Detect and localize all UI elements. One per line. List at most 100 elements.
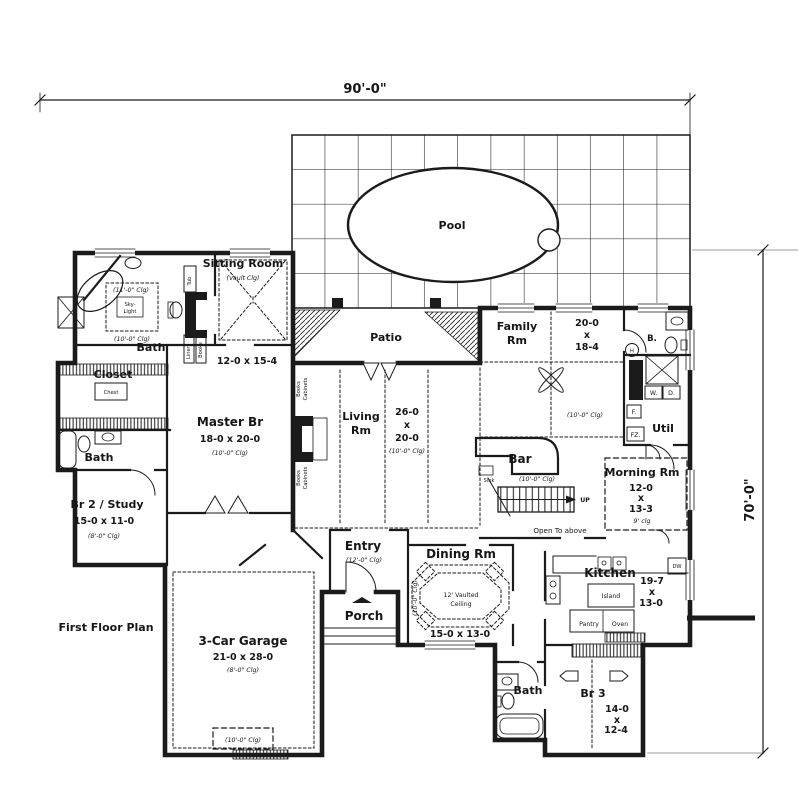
closet-icon: [645, 355, 679, 385]
bath-3-label: Bath: [514, 684, 543, 697]
pantry-label: Pantry: [579, 621, 599, 628]
pool-outline: [346, 166, 560, 284]
cabinets-label: Cabinets: [303, 377, 309, 400]
patio-column: [332, 298, 343, 308]
sitting-room: Sitting Room (Vault Clg) 12-0 x 15-4: [203, 257, 288, 367]
util-label: Util: [652, 422, 674, 435]
french-door-icon: [362, 362, 380, 382]
br2-label: Br 2 / Study: [70, 498, 143, 511]
porch-label: Porch: [345, 609, 384, 623]
living-room: Books Cabinets Books Cabinets Living Rm …: [291, 369, 479, 529]
br2-study: Br 2 / Study 15-0 x 11-0 (8'-0" Clg): [70, 498, 143, 540]
tub-label: Tub: [187, 276, 193, 287]
washer-label: W.: [650, 390, 657, 397]
door-swing-icon: [609, 670, 629, 682]
chair-icon: [415, 610, 436, 631]
skylight-label-1: Sky-: [125, 302, 136, 308]
sink-icon: [670, 316, 684, 326]
porch-steps: [321, 627, 399, 645]
skylight-label-2: Light: [124, 309, 137, 315]
br3-label: Br 3: [580, 687, 605, 700]
door-arc: [645, 444, 661, 460]
br3-window-bar: [571, 643, 644, 658]
porch-marker: [352, 597, 372, 603]
br3-size-x: x: [614, 715, 620, 726]
family-size-d: 18-4: [575, 342, 599, 353]
bath-abbr-label: B.: [647, 334, 657, 344]
living-size-x: x: [404, 420, 410, 431]
sink-icon: [124, 257, 142, 269]
dimension-width-label: 90'-0": [343, 82, 386, 97]
dryer-icon: [662, 385, 681, 400]
br2-ceiling: (8'-0" Clg): [88, 533, 120, 540]
family-size-x: x: [584, 330, 590, 341]
living-label-2: Rm: [351, 424, 371, 437]
master-bath-ceiling-low: (10'-0" Clg): [114, 336, 150, 343]
bar-stairs: Bar (10'-0" Clg) Sink UP Open To above: [474, 436, 590, 535]
books-label: Books: [296, 381, 302, 397]
entry-label: Entry: [345, 539, 381, 553]
dw-label: DW: [672, 564, 681, 570]
kitchen-size-d: 13-0: [639, 598, 663, 609]
master-br-label: Master Br: [197, 415, 263, 429]
family-label-2: Rm: [507, 334, 527, 347]
dining-ceiling: (10'-0" Clg): [412, 580, 419, 616]
double-door-icon: [227, 495, 249, 514]
sitting-room-ceiling: (Vault Clg): [226, 274, 259, 282]
br3-size-w: 14-0: [605, 704, 629, 715]
island-label: Island: [602, 593, 620, 600]
dimension-depth-label: 70'-0": [743, 478, 758, 521]
door-swing-icon: [559, 670, 579, 682]
bar-ceiling: (10'-0" Clg): [519, 476, 555, 483]
door-arc: [517, 661, 539, 683]
kitchen: DW Island Pantry Oven Kitchen 19-7 x 13-…: [545, 555, 689, 643]
bath-2-label: Bath: [85, 451, 114, 464]
garage-ceiling-inner: (10'-0" Clg): [225, 737, 261, 744]
br2-size: 15-0 x 11-0: [74, 516, 135, 527]
morning-label: Morning Rm: [605, 466, 680, 479]
books-label: Books: [296, 470, 302, 486]
double-door-icon: [204, 495, 226, 514]
entry-porch: Entry (12'-0" Clg) Porch: [321, 539, 399, 645]
dishwasher-icon: [667, 557, 687, 575]
freezer-label: FZ.: [631, 432, 641, 439]
pool-spa-step: [537, 228, 561, 252]
up-label: UP: [580, 497, 590, 504]
master-br-size: 18-0 x 20-0: [200, 434, 261, 445]
tub-icon: [58, 430, 77, 469]
skylight-ceiling-break: [105, 282, 159, 332]
front-door-arc: [345, 561, 377, 593]
master-bedroom: Master Br 18-0 x 20-0 (10'-0" Clg): [197, 415, 263, 514]
master-bath: (11'-0" Clg) Sky- Light (10'-0" Clg) Bat…: [57, 254, 207, 364]
morning-size-x: x: [638, 493, 644, 504]
garage-door-bar: [232, 749, 289, 760]
patio: Patio: [292, 309, 479, 382]
kitchen-label: Kitchen: [584, 566, 636, 580]
exterior-walls: [55, 248, 695, 758]
living-ceiling: (10'-0" Clg): [389, 448, 425, 455]
water-heater-icon: [625, 343, 639, 357]
toilet-icon: [169, 301, 183, 319]
kitchen-size-w: 19-7: [640, 576, 664, 587]
pool-label: Pool: [439, 219, 466, 232]
windows: [94, 248, 695, 650]
kitchen-sink-icon: [612, 556, 627, 571]
garage: 3-Car Garage 21-0 x 28-0 (8'-0" Clg) (10…: [172, 571, 315, 760]
door-arc: [623, 329, 647, 353]
toilet-icon: [501, 692, 515, 710]
open-to-above-label: Open To above: [533, 526, 587, 535]
morning-ceiling: 9' clg: [634, 518, 651, 525]
water-heater-label: H: [630, 349, 634, 355]
dryer-label: D.: [668, 390, 675, 397]
dining-size: 15-0 x 13-0: [430, 629, 491, 640]
family-size-w: 20-0: [575, 318, 599, 329]
pool-deck: Pool: [291, 134, 691, 309]
bar-sink-icon: [478, 465, 494, 476]
kitchen-window-bar: [604, 632, 646, 643]
sitting-room-size: 12-0 x 15-4: [217, 356, 278, 367]
tub-icon: [495, 713, 544, 739]
ceiling-fan-icon: [538, 367, 564, 393]
door-arc: [649, 444, 675, 470]
